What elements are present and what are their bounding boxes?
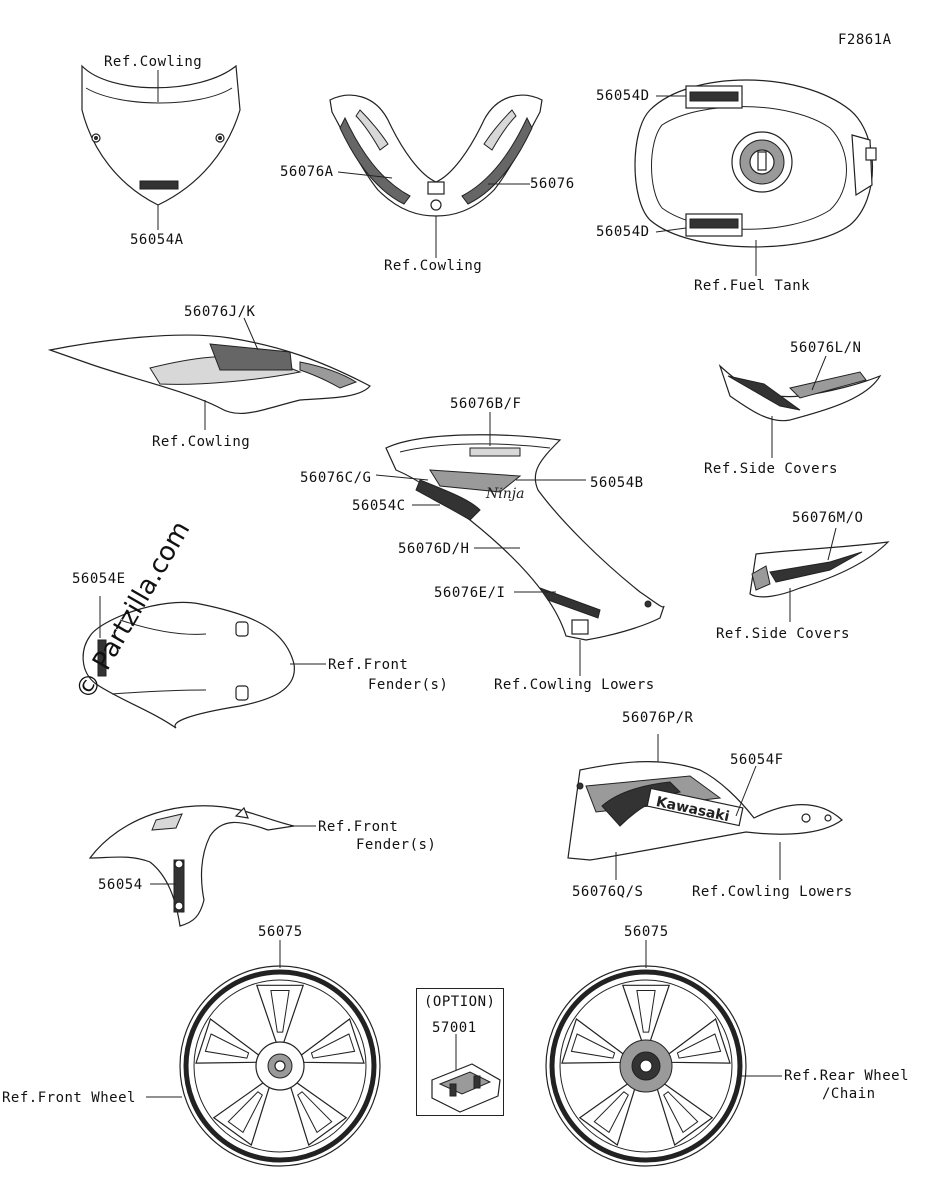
ref-rear-wheel-label-b: /Chain [822,1086,876,1102]
ref-fuel-tank-label: Ref.Fuel Tank [694,278,811,294]
wheel-spoke-inner [227,1091,263,1134]
ref-cowling-label-1: Ref.Cowling [104,54,203,70]
wheel-spoke-inner [570,1033,616,1059]
part-number-56076PR: 56076P/R [622,710,694,726]
wheel-spoke-inner [297,1091,333,1134]
part-number-56054: 56054 [98,877,143,893]
middle-fairing-part: Ninja [385,434,665,641]
ref-front-fender-label-2b: Fender(s) [356,837,437,853]
wheel-spoke-inner [593,1091,629,1134]
wheel-spoke-inner [636,990,656,1033]
front-wheel-part [179,965,381,1167]
ref-front-fender-label-1b: Fender(s) [368,677,449,693]
part-number-56076: 56076 [530,176,575,192]
figure-code: F2861A [838,32,892,48]
part-number-56076A: 56076A [280,164,334,180]
fuel-tank-part [634,79,877,248]
part-number-56075-right: 56075 [624,924,669,940]
svg-text:Ninja: Ninja [485,486,524,502]
ref-side-covers-label-1: Ref.Side Covers [704,461,838,477]
kawasaki-fender-decal-top [97,639,107,677]
kawasaki-lower-cowling-decal [646,787,744,827]
part-number-56076CG: 56076C/G [300,470,372,486]
part-number-56054D-bottom: 56054D [596,224,650,240]
seat-cowling-part [47,334,371,415]
part-number-56054E: 56054E [72,571,126,587]
wheel-spoke-inner [676,1033,722,1059]
part-number-56054A: 56054A [130,232,184,248]
front-fender-side-part [88,805,295,927]
part-number-56076EI: 56076E/I [434,585,506,601]
ref-side-covers-label-2: Ref.Side Covers [716,626,850,642]
side-cover-upper-part [718,364,882,422]
part-number-56054C: 56054C [352,498,406,514]
part-number-56076DH: 56076D/H [398,541,470,557]
wheel-spoke-inner [310,1033,356,1059]
side-cover-lower-part [749,541,890,598]
part-number-56054B: 56054B [590,475,644,491]
front-fender-top-part [82,601,295,729]
ref-front-fender-label-1a: Ref.Front [328,657,409,673]
rear-wheel-part [545,965,747,1167]
part-number-56076BF: 56076B/F [450,396,522,412]
part-number-56076JK: 56076J/K [184,304,256,320]
part-number-56054F: 56054F [730,752,784,768]
option-box [416,988,504,1116]
option-label: (OPTION) [424,994,496,1010]
ref-cowling-lowers-label-2: Ref.Cowling Lowers [692,884,853,900]
part-number-56076LN: 56076L/N [790,340,862,356]
wheel-spoke-inner [270,990,290,1033]
kawasaki-windscreen-decal [139,180,179,190]
ref-cowling-label-2: Ref.Cowling [384,258,483,274]
part-number-56075-left: 56075 [258,924,303,940]
part-number-56054D-top: 56054D [596,88,650,104]
option-part-57001 [431,1063,501,1113]
lower-cowling-part: Kawasaki [567,761,843,861]
wheel-spoke-inner [204,1033,250,1059]
ref-rear-wheel-label-a: Ref.Rear Wheel [784,1068,910,1084]
wheel-spoke-inner [663,1091,699,1134]
upper-cowling-part [329,94,543,217]
part-number-56076QS: 56076Q/S [572,884,644,900]
ref-cowling-label-3: Ref.Cowling [152,434,251,450]
part-number-56076MO: 56076M/O [792,510,864,526]
ref-front-fender-label-2a: Ref.Front [318,819,399,835]
part-number-57001: 57001 [432,1020,477,1036]
ref-front-wheel-label: Ref.Front Wheel [2,1090,136,1106]
windscreen-part [81,64,241,206]
ref-cowling-lowers-label-1: Ref.Cowling Lowers [494,677,655,693]
